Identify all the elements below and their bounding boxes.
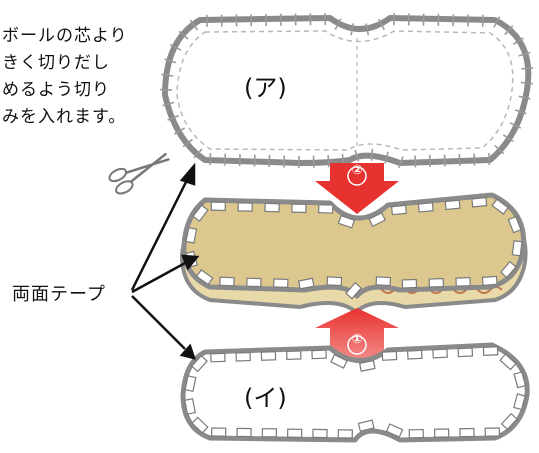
tape-strip	[327, 277, 341, 286]
piece-i	[183, 345, 527, 440]
tape-strip	[433, 349, 447, 358]
tape-strip	[429, 279, 443, 287]
tape-strip	[236, 353, 250, 361]
tape-strip	[435, 429, 449, 437]
tape-strip	[482, 276, 497, 285]
tape-strip	[460, 428, 474, 436]
cut-mark	[372, 149, 373, 161]
tape-strip	[237, 428, 251, 436]
tape-strip	[382, 352, 396, 361]
tape-strip	[265, 203, 279, 211]
tape-strip	[376, 277, 390, 286]
tape-label: 両面テープ	[12, 280, 106, 306]
tape-strip	[211, 353, 225, 361]
cut-mark	[328, 155, 329, 167]
cut-mark	[521, 68, 533, 69]
tape-strip	[445, 200, 460, 209]
tape-strip	[212, 428, 226, 436]
tape-strip	[512, 241, 522, 256]
tape-strip	[458, 348, 472, 357]
tape-strip	[238, 203, 252, 211]
instruction-line-3: めるよう切り	[2, 78, 110, 103]
tape-strip	[402, 279, 416, 287]
tape-strip	[313, 429, 327, 437]
tape-strip	[312, 350, 326, 358]
tape-strip	[185, 399, 195, 414]
piece-a	[160, 13, 533, 168]
piece-a-outline	[165, 18, 528, 163]
tape-strip	[220, 277, 234, 285]
tape-strip	[485, 428, 499, 436]
tape-strip	[262, 429, 276, 437]
tape-strip	[288, 429, 302, 437]
tape-strip	[247, 278, 261, 286]
tape-pointer-top	[132, 178, 188, 290]
tape-strip	[261, 352, 275, 360]
tape-strip	[292, 204, 306, 212]
scissors-icon	[107, 146, 172, 196]
tape-strip	[408, 350, 422, 359]
tape-strip	[211, 202, 225, 210]
tape-strip	[287, 351, 301, 359]
tape-strip	[483, 347, 497, 356]
tape-strip	[319, 205, 333, 213]
tape-strip	[418, 203, 433, 212]
piece-tape-assembly	[182, 195, 526, 312]
tape-strip	[392, 205, 407, 214]
tape-pointer-arrows	[132, 166, 197, 358]
tape-strip	[456, 278, 470, 286]
piece-i-outline	[183, 345, 527, 440]
tape-pointer-mid	[132, 262, 187, 292]
tape-pointer-bottom	[132, 296, 185, 349]
tape-strip	[360, 361, 375, 371]
tape-strip	[274, 279, 288, 287]
tape-pointer-top-head	[182, 166, 194, 184]
piece-a-label: (ア)	[244, 68, 287, 103]
piece-i-label: (イ)	[244, 378, 287, 413]
instruction-line-2: きく切りだし	[2, 51, 110, 76]
step-2-number: ②	[347, 163, 367, 178]
tape-strip	[472, 198, 487, 207]
instruction-line-4: みを入れます。	[2, 105, 126, 130]
instruction-line-1: ボールの芯より	[2, 24, 128, 49]
tape-strip	[409, 430, 423, 438]
step-1-number: ①	[347, 332, 367, 347]
tape-strip	[338, 430, 352, 438]
